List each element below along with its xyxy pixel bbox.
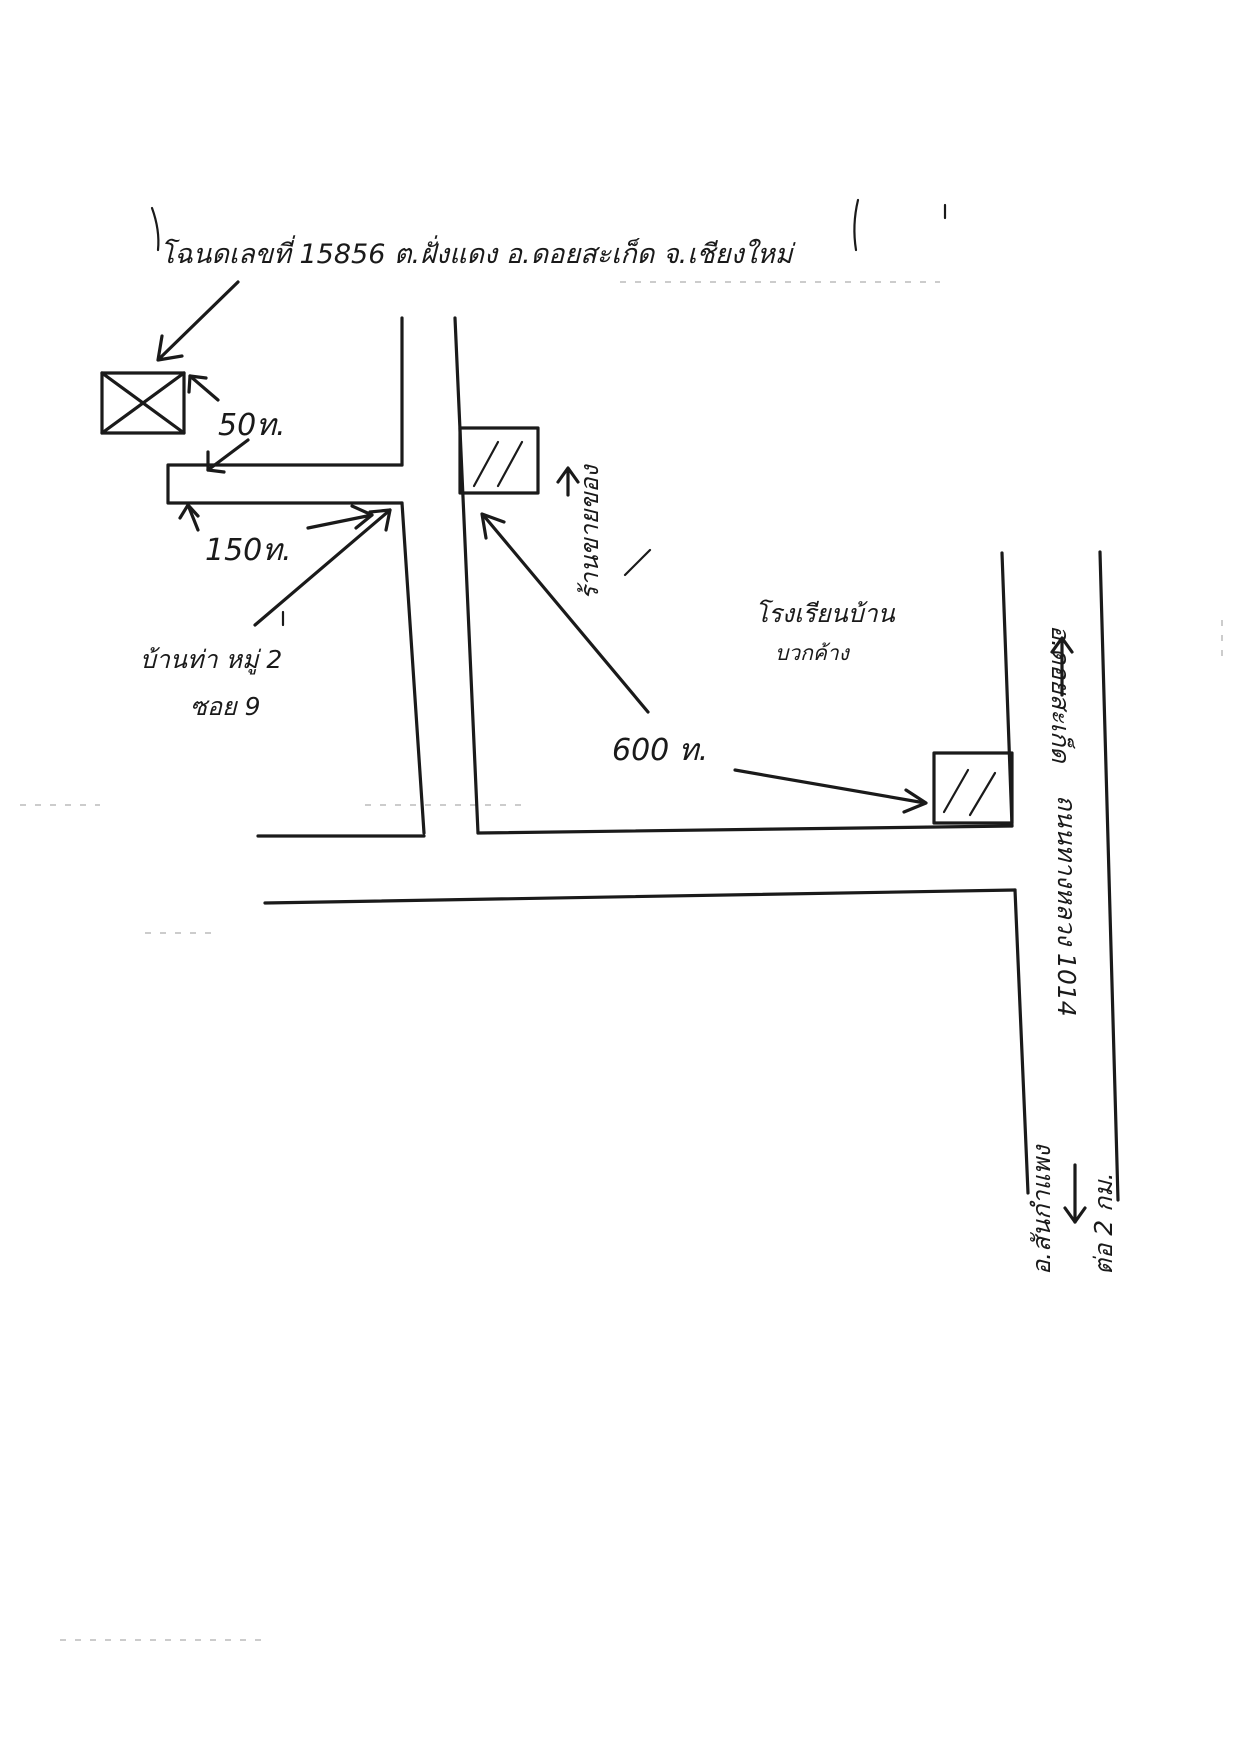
road-label-bottom-line1: อ.สันกำแพง xyxy=(1027,1144,1056,1275)
highway-labels: อ.ดอยสะเก็ด ถนนทางหลวง 1014 อ.สันกำแพง ต… xyxy=(1027,625,1118,1275)
branch-road-soi xyxy=(166,463,404,505)
school-label: โรงเรียนบ้าน บวกค้าง xyxy=(755,599,896,665)
hatched-box-icon-shop: ร้านขายของ xyxy=(458,426,652,600)
title-block: โฉนดเลขที่ 15856 ต.ฝั่งแดง อ.ดอยสะเก็ด จ… xyxy=(150,198,947,270)
shop-label: ร้านขายของ xyxy=(575,464,604,600)
village-marker: บ้านท่า หมู่ 2 ซอย 9 xyxy=(140,508,392,721)
highway-1014 xyxy=(1000,550,1120,1202)
village-label-line2: ซอย 9 xyxy=(190,692,260,721)
school-label-line2: บวกค้าง xyxy=(775,641,851,665)
local-road-horizontal xyxy=(256,824,1017,905)
crossed-box-icon xyxy=(100,371,186,435)
village-label-line1: บ้านท่า หมู่ 2 xyxy=(140,645,282,675)
title-to-plot-arrow xyxy=(156,280,240,362)
distance-50-label: 50ท. xyxy=(218,408,286,443)
distance-150-marker: 150ท. xyxy=(178,503,374,568)
local-road-vertical xyxy=(400,316,480,835)
map-title: โฉนดเลขที่ 15856 ต.ฝั่งแดง อ.ดอยสะเก็ด จ… xyxy=(160,235,797,270)
road-label-bottom-line2: ต่อ 2 กม. xyxy=(1089,1172,1118,1275)
scan-artifacts xyxy=(20,281,1223,1641)
hatched-box-icon-school xyxy=(932,751,1014,825)
school-label-line1: โรงเรียนบ้าน xyxy=(755,599,896,628)
distance-150-label: 150ท. xyxy=(205,533,292,568)
distance-50-marker: 50ท. xyxy=(187,374,286,474)
distance-600-marker: 600 ท. xyxy=(480,512,928,814)
road-label-highway: ถนนทางหลวง 1014 xyxy=(1052,795,1081,1017)
distance-600-label: 600 ท. xyxy=(612,733,708,768)
